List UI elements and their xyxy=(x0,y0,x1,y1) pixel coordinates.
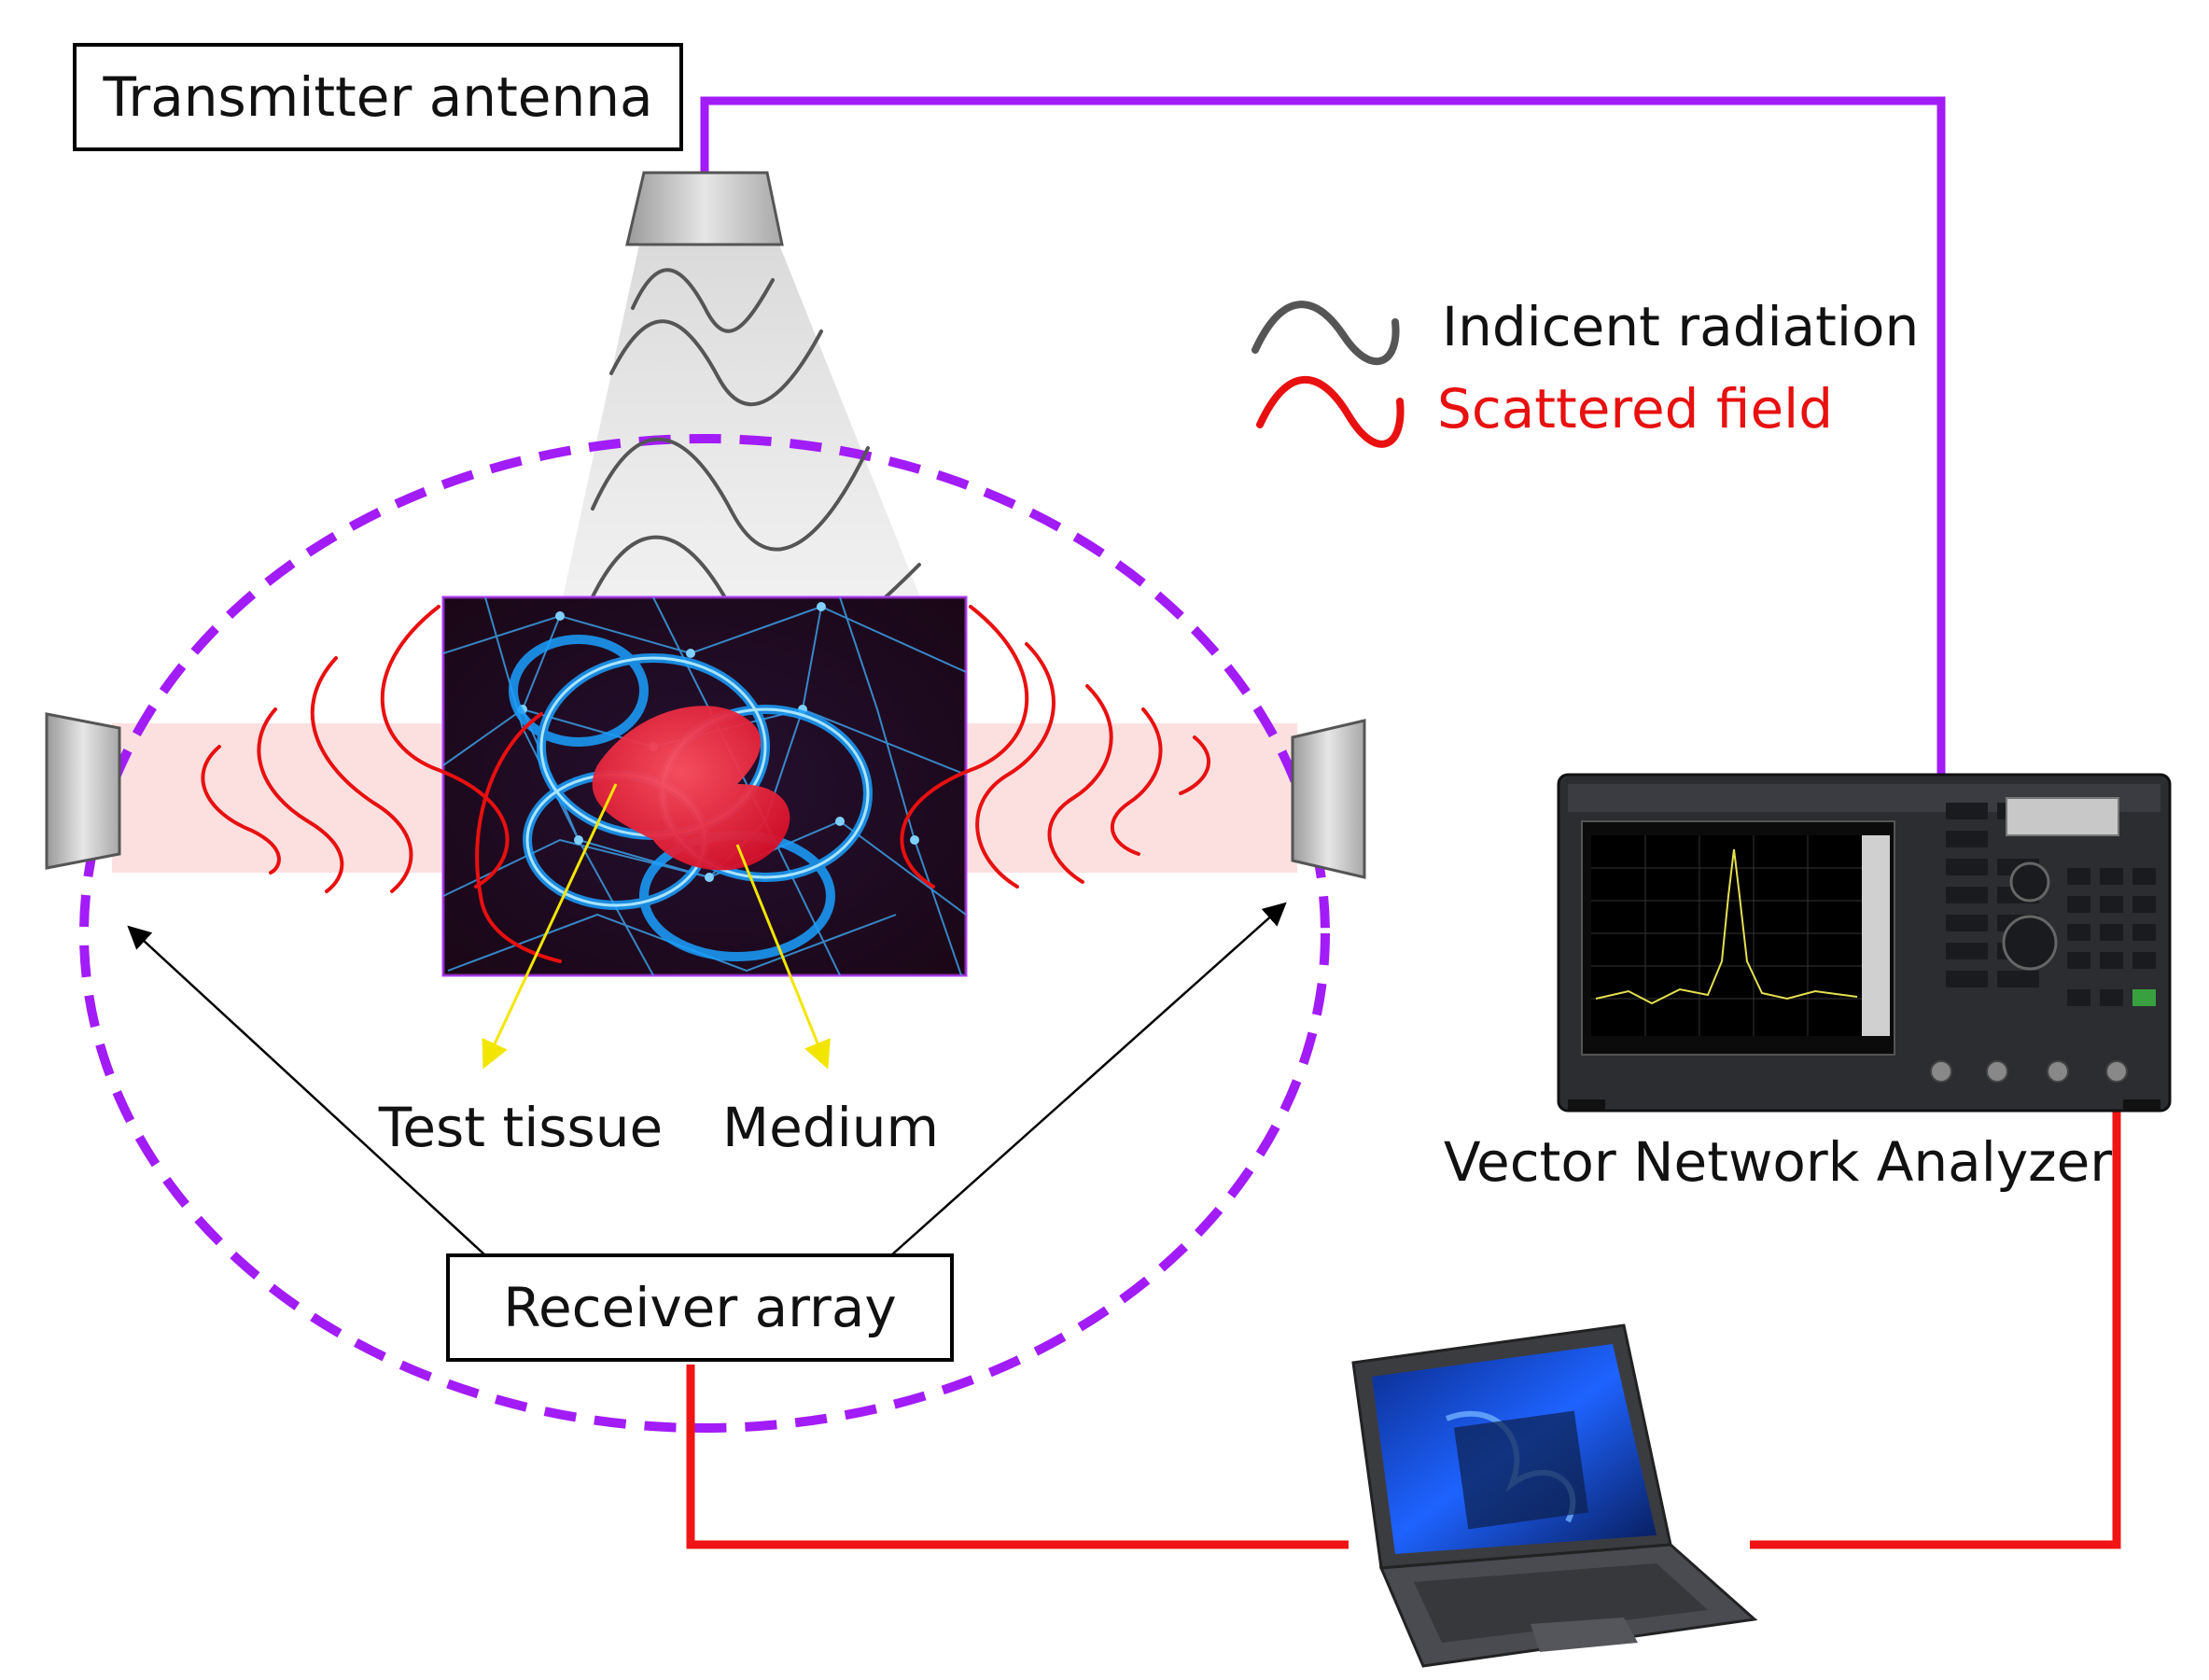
medium-pointer xyxy=(735,844,831,1070)
imaging-enclosure xyxy=(79,434,1330,1433)
transmitter-cable xyxy=(700,96,1946,1069)
legend-incident-swatch xyxy=(1251,301,1400,366)
test-tissue-image xyxy=(441,595,968,977)
transmitter-beam xyxy=(551,245,943,653)
medium-label: Medium xyxy=(722,1096,939,1159)
legend: Indicent radiation Scattered field xyxy=(1251,295,1919,448)
transmitter-horn-icon xyxy=(625,171,784,246)
test-tissue-label: Test tissue xyxy=(378,1096,663,1159)
receiver-arrow-left xyxy=(127,925,486,1256)
vector-network-analyzer-icon xyxy=(1557,773,2172,1113)
legend-incident-label: Indicent radiation xyxy=(1442,295,1919,358)
tumor-region xyxy=(592,706,790,871)
legend-scattered-swatch xyxy=(1256,375,1405,448)
receiver-label-box xyxy=(446,1253,954,1362)
receiver-cable xyxy=(686,1365,1349,1549)
scattered-waves-right xyxy=(900,605,1210,889)
test-tissue-pointer xyxy=(482,783,618,1070)
right-receiver-horn-icon xyxy=(1291,719,1366,879)
receiver-arrow-right xyxy=(890,902,1287,1256)
receiver-label: Receiver array xyxy=(503,1276,896,1339)
legend-scattered-label: Scattered field xyxy=(1437,377,1833,441)
left-receiver-horn-icon xyxy=(45,712,121,870)
transmitter-label-box xyxy=(73,43,683,151)
laptop-icon xyxy=(1351,1323,1758,1668)
vna-resonance-trace xyxy=(1595,848,1858,1005)
vna-label: Vector Network Analyzer xyxy=(1444,1130,2112,1194)
scattered-waves-left xyxy=(201,605,562,963)
transmitter-label: Transmitter antenna xyxy=(102,65,652,129)
vna-to-laptop-cable xyxy=(1750,1071,2121,1549)
